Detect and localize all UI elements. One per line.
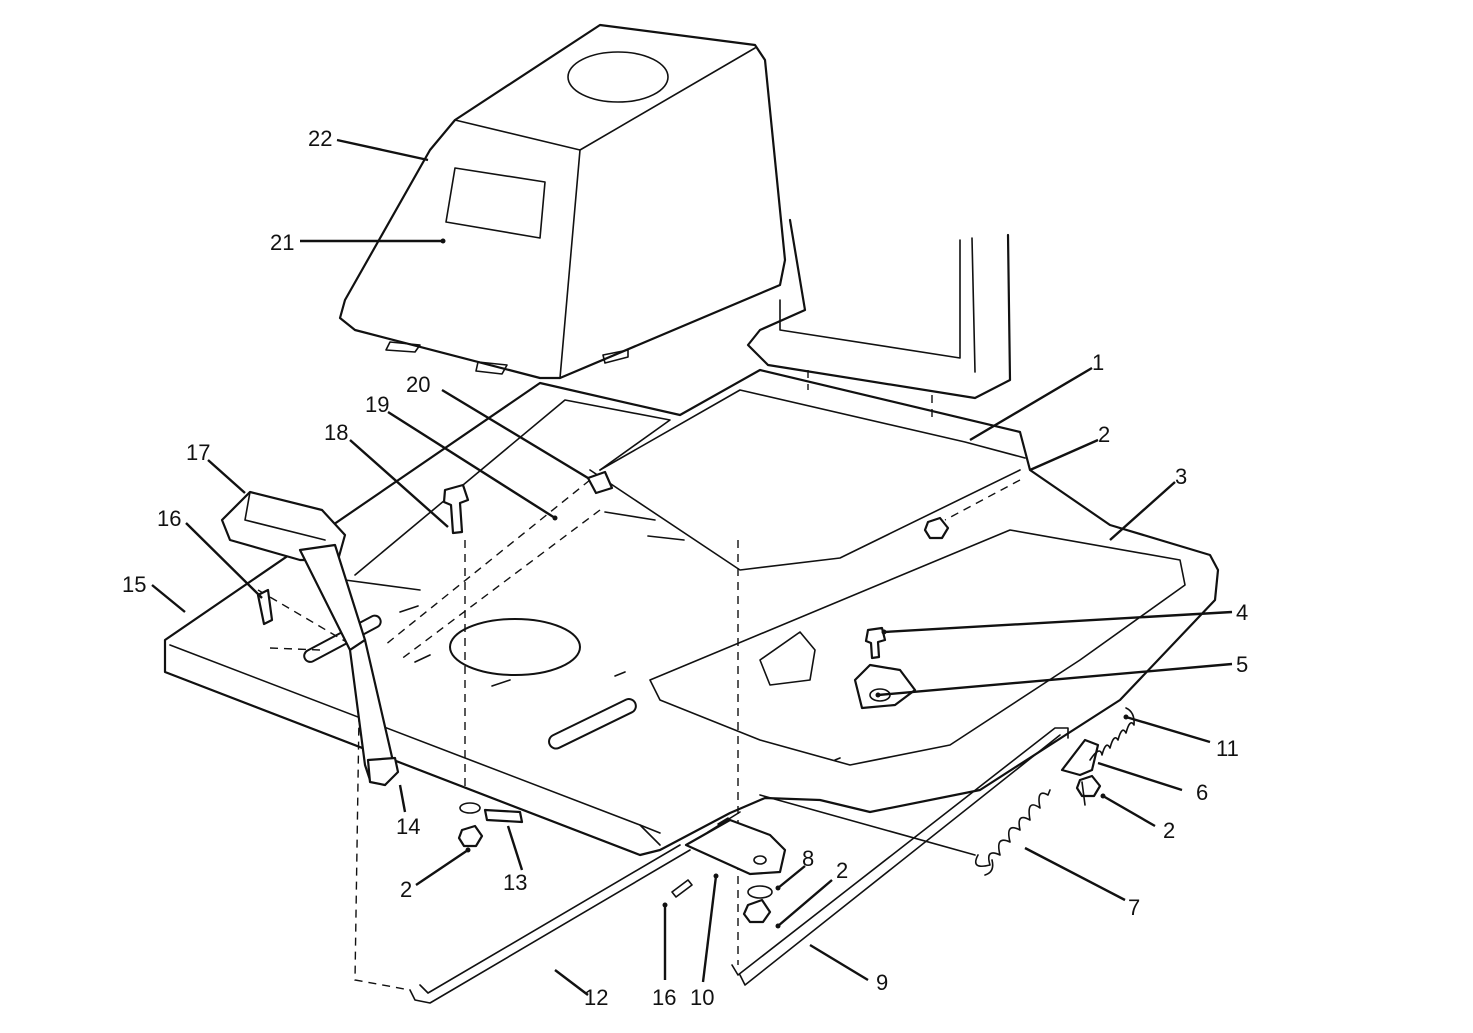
callout-6: 6: [1196, 780, 1208, 805]
nut-2-left: [457, 824, 484, 848]
callout-3: 3: [1175, 464, 1187, 489]
callout-16: 16: [652, 985, 676, 1010]
callout-19: 19: [365, 392, 389, 417]
decal-window: [445, 167, 546, 239]
callout-8: 8: [802, 846, 814, 871]
bolt-18: [442, 483, 470, 535]
deck-hole: [449, 618, 581, 676]
callout-16: 16: [157, 506, 181, 531]
clip-13: [483, 808, 524, 824]
deck-slot: [548, 698, 637, 750]
callout-18: 18: [324, 420, 348, 445]
spring-7: [759, 789, 1051, 876]
brake-linkage: [684, 811, 787, 876]
callout-7: 7: [1128, 895, 1140, 920]
seat-backrest: [746, 218, 1012, 400]
callout-2: 2: [1098, 422, 1110, 447]
brake-pedal: [220, 490, 397, 787]
spring-11: [1089, 707, 1135, 761]
nut-2-right: [1075, 774, 1102, 798]
rod-9: [739, 734, 1061, 986]
rods: [409, 727, 1069, 1004]
deck-slots: [303, 511, 685, 750]
callout-20: 20: [406, 372, 430, 397]
callout-5: 5: [1236, 652, 1248, 677]
callout-4: 4: [1236, 600, 1248, 625]
callout-2: 2: [1163, 818, 1175, 843]
callout-9: 9: [876, 970, 888, 995]
washer-8: [747, 885, 773, 899]
callout-21: 21: [270, 230, 294, 255]
hardware: [256, 470, 1102, 924]
leader-dots: [440, 238, 1129, 929]
cotter-pin-16b: [671, 879, 693, 898]
callout-1: 1: [1092, 350, 1104, 375]
nut-2-deck: [923, 516, 950, 540]
rod-12: [409, 849, 691, 1004]
callout-13: 13: [503, 870, 527, 895]
nut-2-center: [742, 898, 772, 924]
fuel-tank: [338, 23, 787, 380]
callout-15: 15: [122, 572, 146, 597]
callout-22: 22: [308, 126, 332, 151]
leader-lines: [151, 138, 1233, 996]
callout-11: 11: [1216, 736, 1239, 761]
hook-14: [366, 756, 400, 787]
callout-labels: 1 2 3 4 5 11 6 2 7 9 8 2 10 16 12 13 2 1…: [122, 126, 1248, 1010]
callout-10: 10: [690, 985, 714, 1010]
callout-2: 2: [400, 877, 412, 902]
seat-mount-hidden: [257, 370, 1021, 991]
stud-20: [586, 470, 614, 495]
callout-2: 2: [836, 858, 848, 883]
callout-12: 12: [584, 985, 608, 1010]
fuel-cap-opening: [567, 51, 669, 103]
lever-6: [1060, 738, 1100, 806]
callout-17: 17: [186, 440, 210, 465]
springs: [759, 707, 1135, 876]
floor-deck: [163, 368, 1220, 857]
callout-14: 14: [396, 814, 420, 839]
